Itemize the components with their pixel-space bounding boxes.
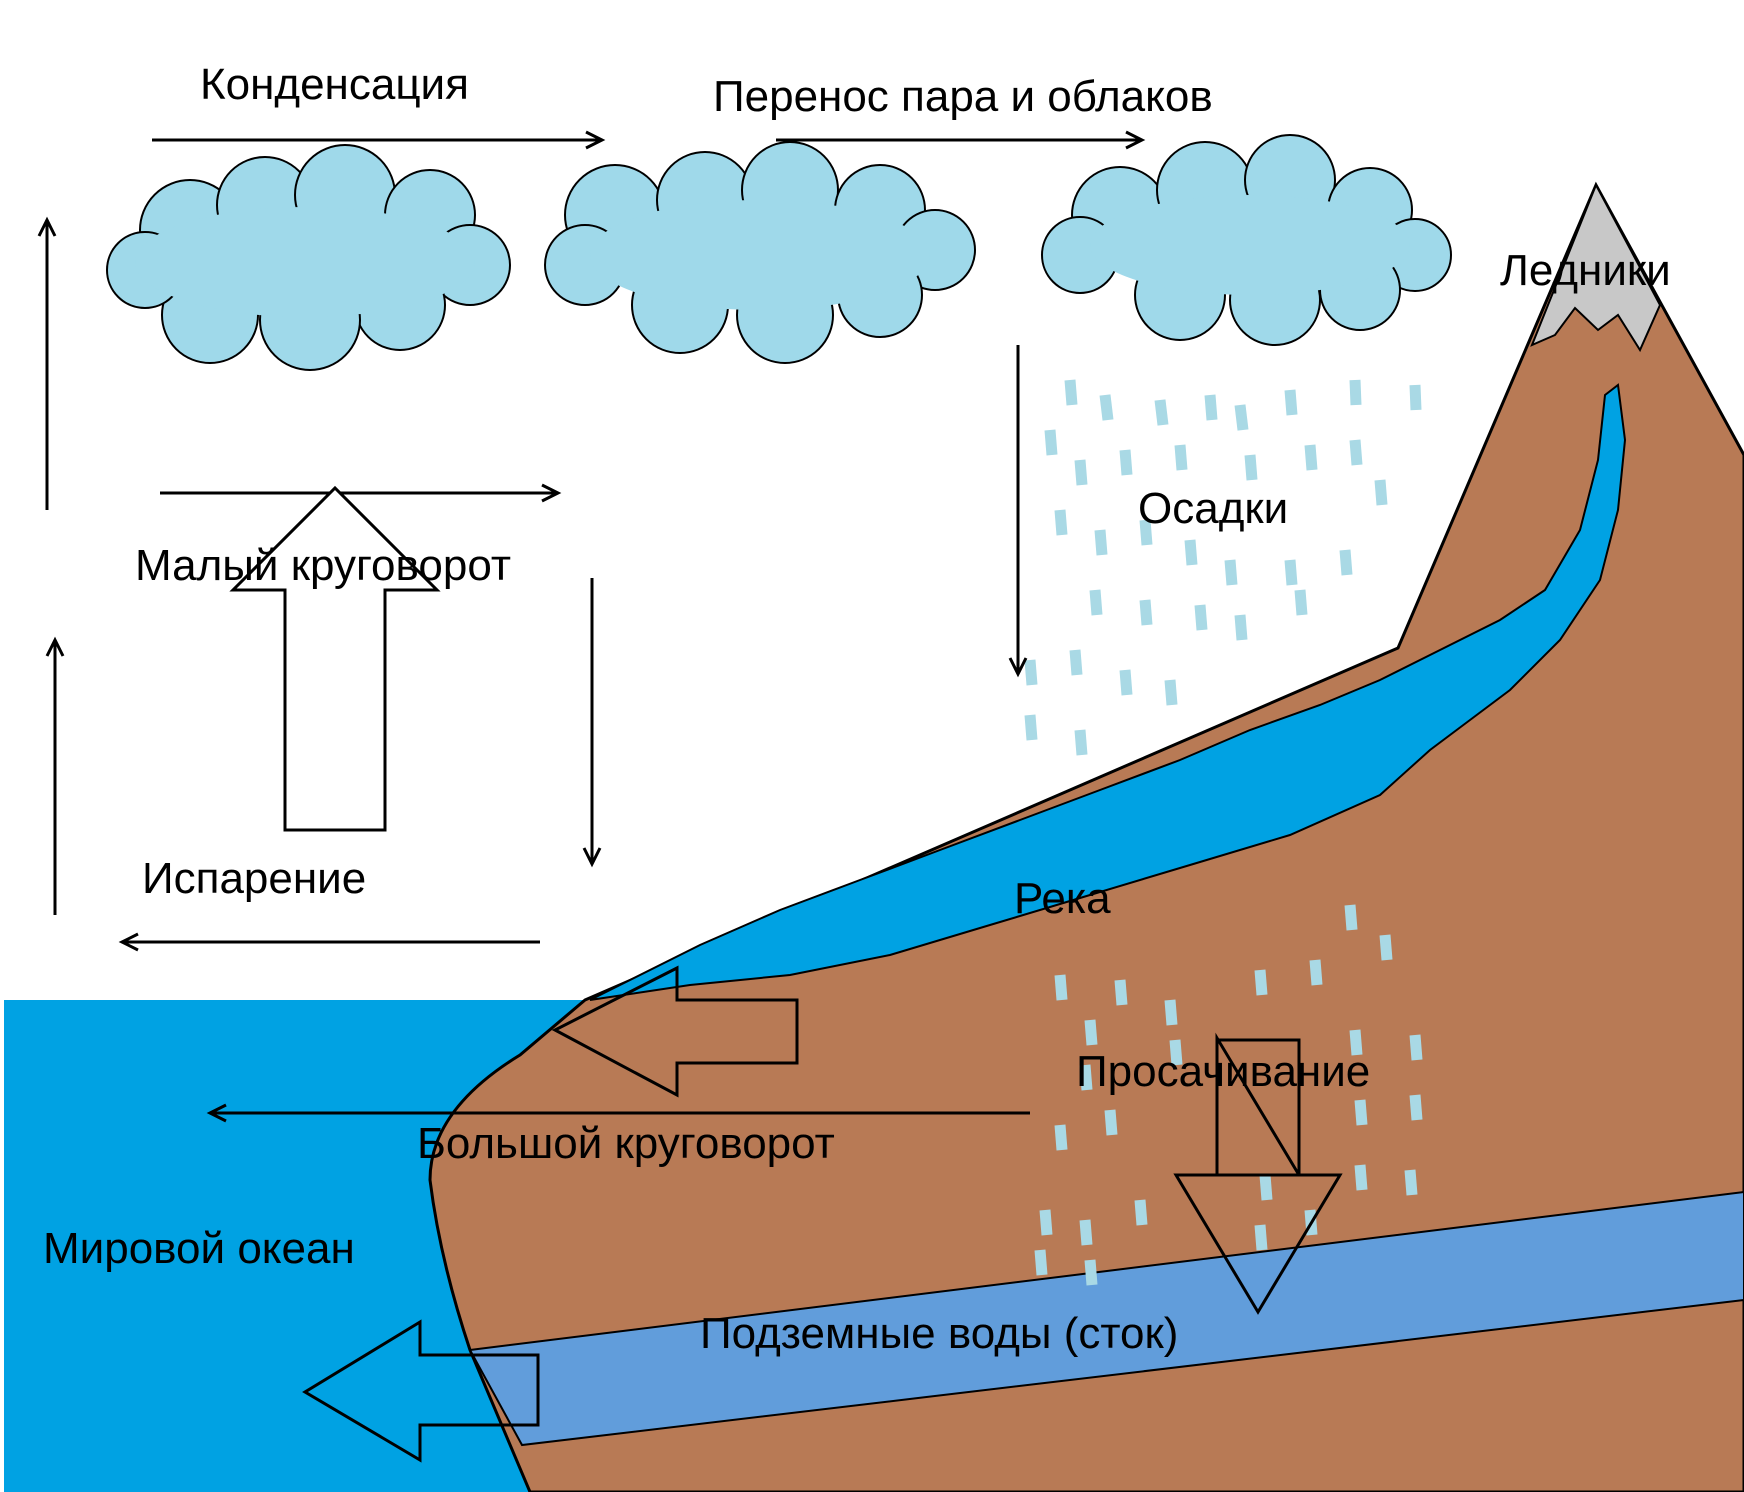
cloud-2: [544, 141, 976, 364]
river-path: [589, 383, 1627, 1001]
groundwater-outflow-block-arrow: [302, 1319, 540, 1463]
label-precipitation: Осадки: [1138, 484, 1288, 533]
ocean-shore-fill: [4, 1000, 590, 1492]
label-evaporation: Испарение: [142, 854, 366, 903]
cloud-1: [106, 144, 511, 371]
precipitation-drops: [1024, 379, 1422, 756]
label-condensation: Конденсация: [200, 60, 469, 109]
label-transport: Перенос пара и облаков: [713, 72, 1213, 121]
label-infiltration: Просачивание: [1076, 1047, 1370, 1096]
cloud-3: [1041, 134, 1452, 346]
glacier: [1530, 182, 1662, 353]
river-outflow-block-arrow: [551, 965, 799, 1098]
flow-arrows: [37, 130, 1146, 1123]
label-small-cycle: Малый круговорот: [135, 541, 511, 590]
groundwater-layer: [468, 1190, 1744, 1447]
infiltration-block-arrow-body: [1215, 1038, 1301, 1175]
infiltration-drops: [1034, 904, 1423, 1286]
evaporation-block-arrow: [229, 485, 441, 832]
label-ocean: Мировой океан: [43, 1224, 355, 1273]
label-river: Река: [1014, 874, 1111, 923]
label-groundwater: Подземные воды (сток): [700, 1309, 1178, 1358]
label-glaciers: Ледники: [1500, 246, 1671, 295]
label-large-cycle: Большой круговорот: [417, 1119, 835, 1168]
